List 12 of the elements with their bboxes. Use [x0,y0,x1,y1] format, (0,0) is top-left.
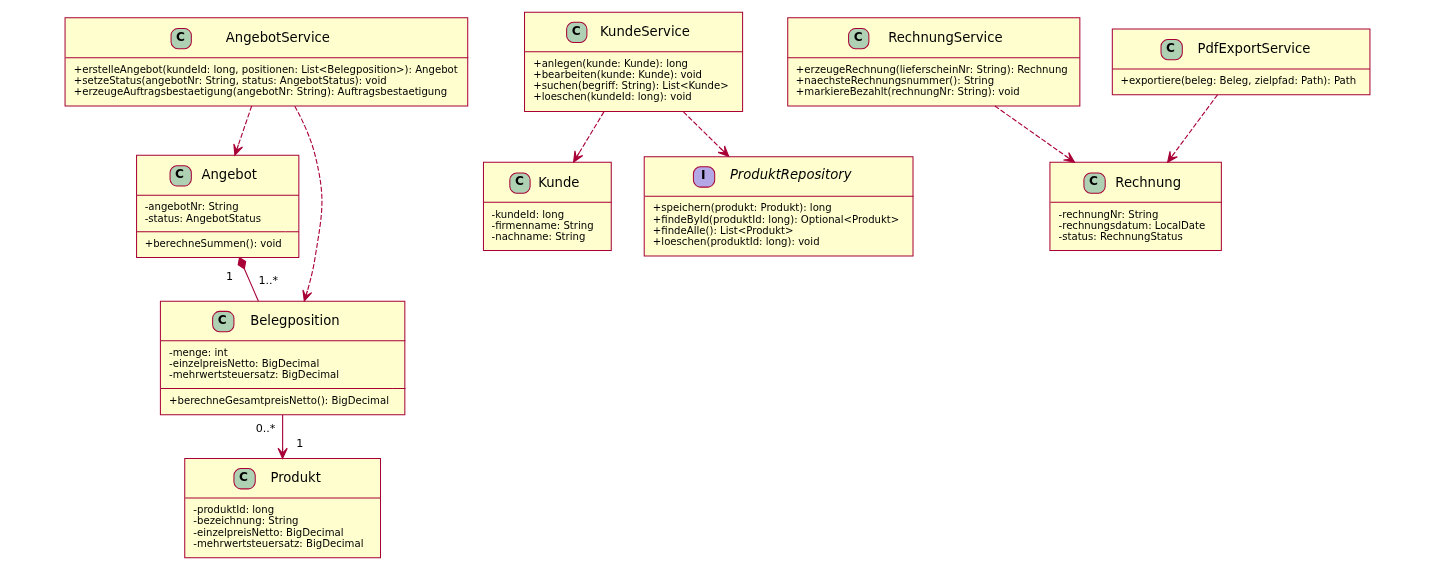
arrow [572,111,604,163]
arrow [232,105,252,156]
arrow [293,105,322,302]
arrow [993,105,1075,163]
label: 0..* [255,422,275,436]
label: 1..* [257,273,278,287]
connector [237,256,259,302]
arrow [277,414,288,459]
arrow [1166,94,1218,163]
arrow [682,111,729,157]
label: 1 [225,270,233,284]
label: 1 [295,436,303,450]
